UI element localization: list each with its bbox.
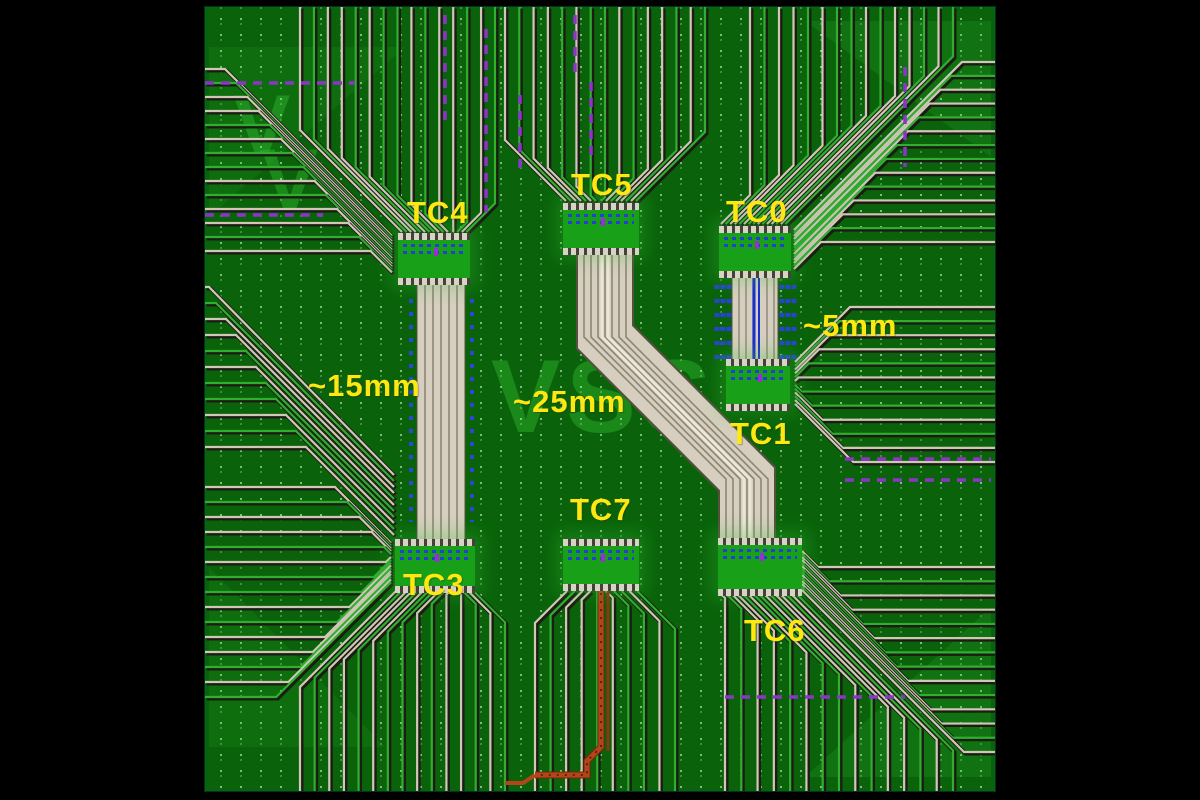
fan-topright-top — [720, 7, 957, 227]
fan-botright-right — [801, 550, 995, 756]
fan-tc1-right — [794, 305, 995, 466]
site-tc7 — [563, 539, 639, 591]
site-tc1 — [726, 359, 790, 411]
purple-marker — [758, 374, 762, 382]
label-tc1: TC1 — [730, 416, 792, 451]
purple-marker — [601, 218, 605, 226]
label-tc0: TC0 — [726, 194, 788, 229]
blue-pad-row — [403, 244, 465, 247]
label-tc7: TC7 — [570, 492, 632, 527]
pad-row-top — [395, 539, 475, 546]
pad-row-bottom — [563, 584, 639, 591]
blue-pad-row — [400, 550, 470, 553]
site-tc4 — [398, 233, 470, 285]
site-tc5 — [563, 203, 639, 255]
label-tc5: TC5 — [571, 167, 633, 202]
fan-tc5-top — [503, 7, 709, 204]
trace-routing — [205, 7, 995, 791]
pad-row-bottom — [398, 278, 470, 285]
fan-botright-bottom — [721, 594, 957, 791]
label-len15: ~15mm — [308, 368, 421, 403]
pad-row-top — [563, 539, 639, 546]
label-tc3: TC3 — [403, 567, 465, 602]
pad-row-top — [719, 226, 791, 233]
purple-marker — [435, 554, 439, 562]
purple-marker — [434, 248, 438, 256]
die-core — [395, 550, 475, 586]
die-core — [563, 214, 639, 248]
bus-5mm-tc0-tc1 — [731, 268, 779, 364]
site-tc6 — [718, 538, 802, 596]
die-core — [719, 237, 791, 271]
site-tc3 — [395, 539, 475, 593]
die-core — [563, 550, 639, 584]
purple-marker — [760, 553, 764, 561]
fan-left-middle — [205, 285, 397, 538]
blue-pad-row — [568, 214, 634, 217]
label-len5: ~5mm — [803, 308, 898, 343]
fan-topleft-left — [205, 67, 395, 276]
pad-row-bottom — [726, 404, 790, 411]
die-core — [718, 549, 802, 589]
die-core — [726, 370, 790, 404]
fan-botleft-bottom — [298, 589, 509, 791]
blue-pad-row — [731, 370, 785, 373]
pad-row-bottom — [395, 586, 475, 593]
die-core — [398, 244, 470, 278]
pad-row-top — [726, 359, 790, 366]
pad-row-bottom — [718, 589, 802, 596]
bus-25mm-tc5-tc6 — [576, 253, 776, 543]
test-chip-sites — [205, 7, 995, 791]
label-len25: ~25mm — [513, 384, 626, 419]
label-tc6: TC6 — [744, 613, 806, 648]
label-tc4: TC4 — [407, 195, 469, 230]
site-tc0 — [719, 226, 791, 278]
fan-topright-right — [793, 60, 995, 272]
pcb-board: VVVSS TC4TC5TC0~5mm~15mm~25mmTC1TC7TC3TC… — [204, 6, 996, 792]
blue-pad-row — [724, 237, 786, 240]
pad-row-top — [718, 538, 802, 545]
bus-15mm-tc4-tc3 — [416, 276, 466, 544]
blue-pad-row — [568, 550, 634, 553]
pad-row-bottom — [719, 271, 791, 278]
pad-row-top — [398, 233, 470, 240]
purple-marker — [755, 241, 759, 249]
blue-pad-row — [723, 549, 797, 552]
purple-marker — [601, 554, 605, 562]
pad-row-bottom — [563, 248, 639, 255]
fan-botleft-left — [205, 485, 394, 701]
pad-row-top — [563, 203, 639, 210]
red-trace-tc7 — [505, 585, 610, 785]
